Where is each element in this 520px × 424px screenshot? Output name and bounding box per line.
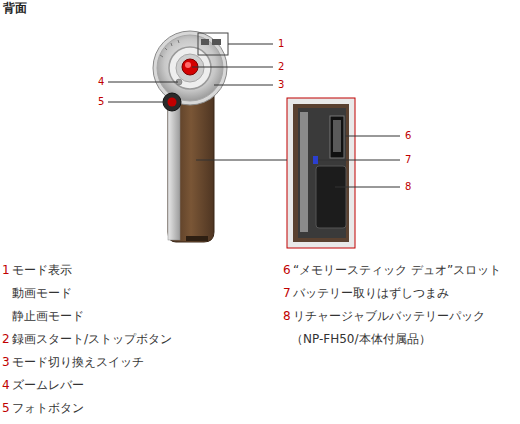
callout-number: 1 [278, 38, 284, 50]
list-number: 8 [283, 309, 291, 323]
part-note: （NP-FH50/本体付属品） [291, 332, 431, 346]
photo-button [163, 79, 182, 111]
callout-number: 3 [278, 79, 284, 91]
part-name: モード表示 [12, 263, 72, 277]
list-number: 6 [283, 263, 291, 277]
callout-number: 6 [405, 130, 411, 142]
part-name: フォトボタン [12, 401, 84, 415]
leader-lines [108, 44, 400, 187]
list-number: 2 [2, 332, 10, 346]
callout-number: 7 [405, 154, 411, 166]
list-number: 4 [2, 378, 10, 392]
list-number: 7 [283, 286, 291, 300]
battery-inset [287, 98, 355, 248]
list-number: 3 [2, 355, 10, 369]
camera-body [168, 95, 214, 242]
mode-name: 動画モード [12, 286, 72, 300]
view-title: 背面 [3, 1, 27, 15]
callout-number: 8 [405, 181, 411, 193]
callout-number: 4 [98, 76, 104, 88]
camera-head [153, 31, 228, 105]
part-name: 録画スタート/ストップボタン [12, 332, 172, 346]
part-name: バッテリー取りはずしつまみ [293, 286, 449, 300]
callout-number: 2 [278, 61, 284, 73]
callout-number: 5 [98, 96, 104, 108]
list-number: 1 [2, 263, 10, 277]
part-name: ズームレバー [12, 378, 84, 392]
list-number: 5 [2, 401, 10, 415]
part-name: モード切り換えスイッチ [12, 355, 144, 369]
part-name: “メモリースティック デュオ”スロット [293, 263, 501, 277]
mode-name: 静止画モード [12, 309, 84, 323]
part-name: リチャージャブルバッテリーパック [293, 309, 485, 323]
